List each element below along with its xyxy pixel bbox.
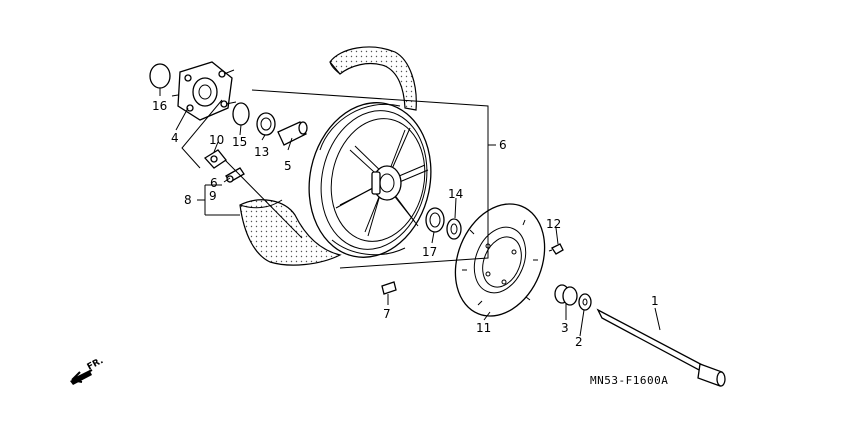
label-part-6-right: 6 [499, 138, 507, 152]
label-part-7: 7 [383, 307, 391, 321]
damper-10 [203, 149, 227, 169]
bracket-8 [197, 184, 240, 216]
tire-lower-section [239, 199, 342, 266]
label-part-16: 16 [152, 99, 167, 113]
label-part-1: 1 [651, 294, 659, 308]
o-ring-16 [149, 63, 171, 89]
axle-1 [596, 308, 726, 387]
collar-3 [554, 284, 578, 306]
tire-upper-section [329, 46, 417, 111]
label-part-15: 15 [232, 135, 247, 149]
label-part-3: 3 [561, 321, 569, 335]
label-part-10: 10 [209, 133, 224, 147]
brake-disc-11 [454, 203, 546, 317]
front-direction-arrow-icon [70, 369, 93, 385]
direction-label: FR. [86, 356, 105, 373]
balance-weight-7 [381, 281, 397, 295]
label-part-5: 5 [284, 159, 292, 173]
label-part-4: 4 [171, 131, 179, 145]
label-part-12: 12 [546, 217, 561, 231]
label-part-11: 11 [476, 321, 491, 335]
hub-flange [171, 61, 237, 121]
label-part-17: 17 [422, 245, 437, 259]
label-part-9: 9 [209, 189, 217, 203]
diagram-code: MN53-F1600A [590, 374, 668, 387]
o-ring-15 [232, 102, 250, 126]
label-part-8: 8 [184, 193, 192, 207]
leader-lines [159, 88, 661, 337]
bolt-12 [548, 243, 564, 255]
valve-6-9 [225, 167, 245, 183]
bearing-13 [256, 112, 276, 136]
label-part-6-left: 6 [210, 176, 218, 190]
bearing-17 [425, 207, 445, 233]
washer-2 [578, 293, 592, 311]
label-part-13: 13 [254, 145, 269, 159]
dust-seal-14 [446, 218, 462, 240]
label-part-14: 14 [448, 187, 463, 201]
label-part-2: 2 [575, 335, 583, 349]
assembly-bracket-6 [181, 89, 489, 269]
wheel-rim [308, 102, 432, 258]
distance-collar-5 [277, 121, 308, 146]
